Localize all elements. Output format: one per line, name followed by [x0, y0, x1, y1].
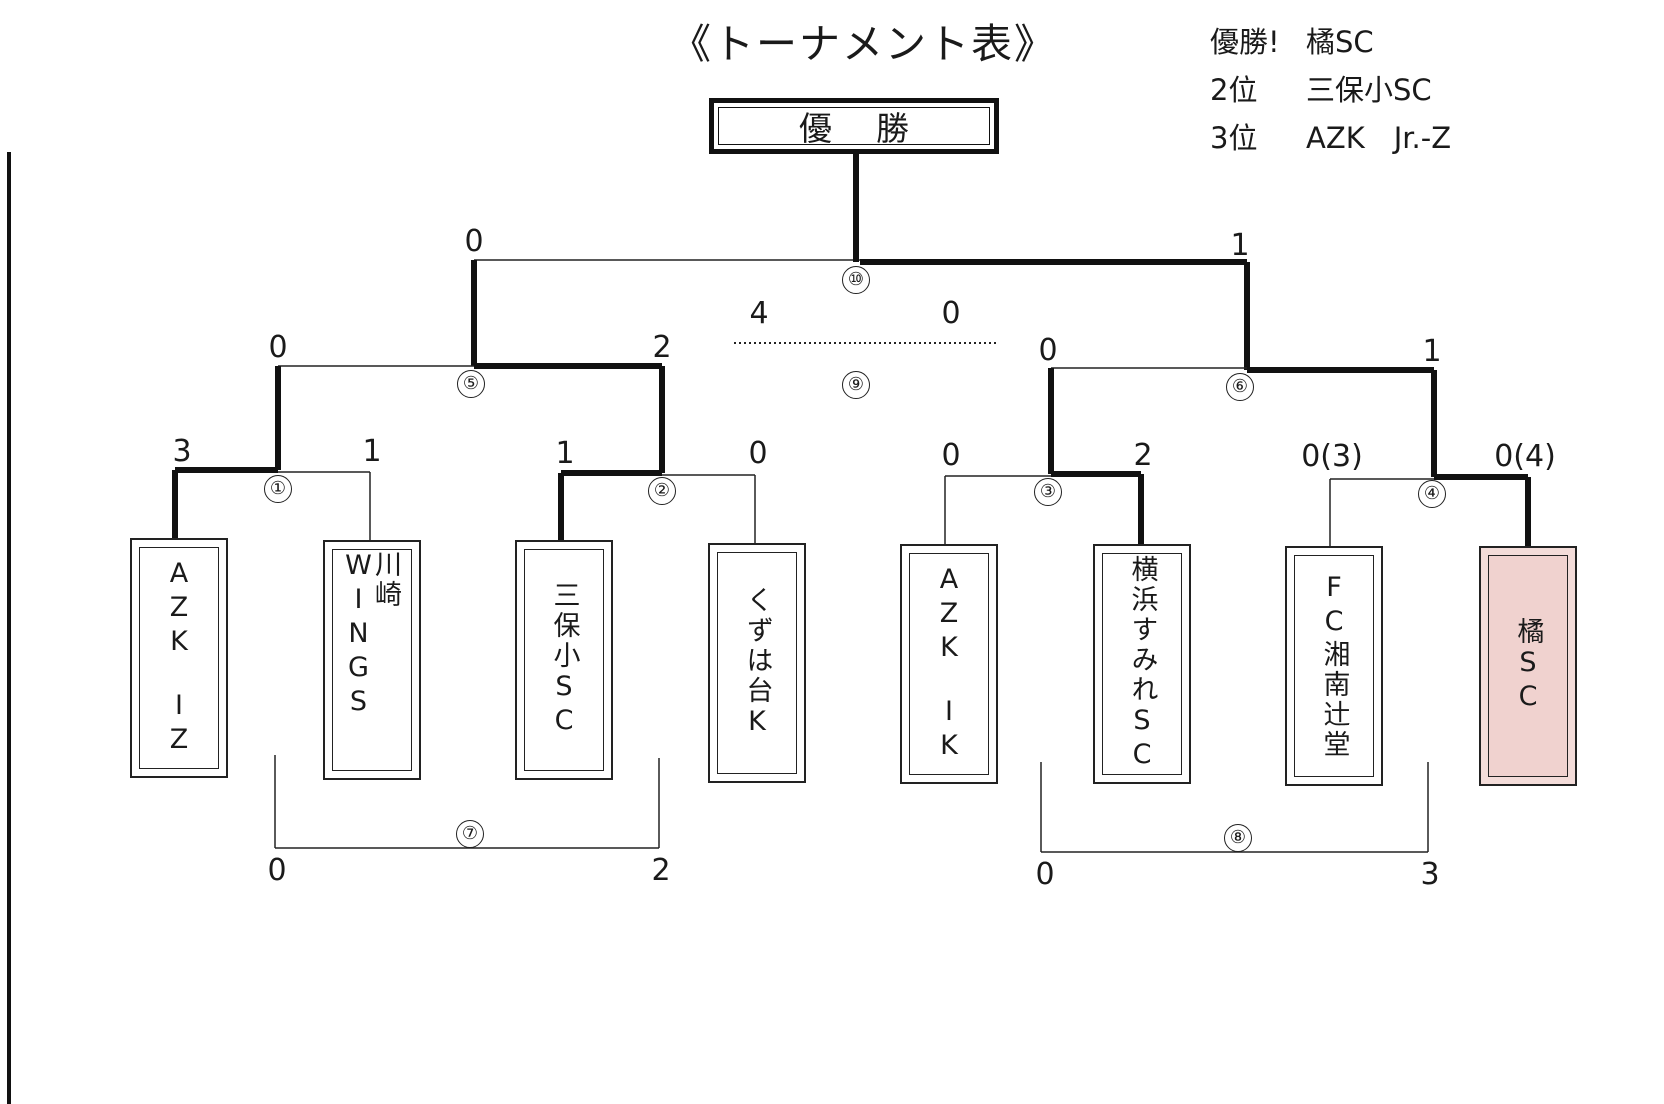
- score-m6-left: 0: [1038, 333, 1058, 368]
- result-label: 優勝!: [1210, 25, 1280, 59]
- score-m9-right: 0: [941, 296, 961, 331]
- team-name: 川崎WINGS: [332, 549, 412, 771]
- result-third: 3位 AZK Jr.-Z: [1210, 114, 1451, 162]
- team-box: くずは台K: [708, 543, 806, 783]
- score-m4-left: 0(3): [1301, 439, 1363, 474]
- team-box: AZK IZ: [130, 538, 228, 778]
- score-m10-left: 0: [464, 224, 484, 259]
- score-m6-right: 1: [1422, 334, 1442, 369]
- team-box: 川崎WINGS: [323, 540, 421, 780]
- page-title: 《トーナメント表》: [670, 20, 1057, 68]
- team-name: FC湘南辻堂: [1294, 555, 1374, 777]
- team-box: 横浜すみれSC: [1093, 544, 1191, 784]
- match-number-3: ③: [1034, 478, 1062, 506]
- score-m1-right: 1: [362, 434, 382, 469]
- team-box: FC湘南辻堂: [1285, 546, 1383, 786]
- results-summary: 優勝! 橘SC 2位 三保小SC 3位 AZK Jr.-Z: [1210, 18, 1451, 162]
- match-number-8: ⑧: [1224, 824, 1252, 852]
- match-number-2: ②: [648, 477, 676, 505]
- score-m7-left: 0: [267, 853, 287, 888]
- score-m3-right: 2: [1133, 438, 1153, 473]
- score-m3-left: 0: [941, 438, 961, 473]
- score-m10-right: 1: [1230, 228, 1250, 263]
- score-m5-right: 2: [652, 330, 672, 365]
- match-number-6: ⑥: [1226, 373, 1254, 401]
- page-edge-line: [7, 152, 11, 1104]
- team-name: 橘SC: [1488, 555, 1568, 777]
- match-number-1: ①: [264, 475, 292, 503]
- team-box-winner: 橘SC: [1479, 546, 1577, 786]
- team-name: 横浜すみれSC: [1102, 553, 1182, 775]
- score-m2-left: 1: [555, 436, 575, 471]
- team-box: 三保小SC: [515, 540, 613, 780]
- result-team: AZK Jr.-Z: [1306, 121, 1452, 155]
- score-m8-right: 3: [1420, 857, 1440, 892]
- team-box: AZK IK: [900, 544, 998, 784]
- result-team: 三保小SC: [1306, 73, 1432, 107]
- score-m7-right: 2: [651, 853, 671, 888]
- team-name: AZK IZ: [139, 547, 219, 769]
- match-number-7: ⑦: [456, 820, 484, 848]
- result-second: 2位 三保小SC: [1210, 66, 1451, 114]
- champion-box: 優勝: [709, 98, 999, 154]
- score-m4-right: 0(4): [1494, 439, 1556, 474]
- score-m1-left: 3: [172, 434, 192, 469]
- team-name: AZK IK: [909, 553, 989, 775]
- match-number-4: ④: [1418, 480, 1446, 508]
- match-number-10: ⑩: [842, 266, 870, 294]
- result-label: 3位: [1210, 121, 1258, 155]
- result-label: 2位: [1210, 73, 1258, 107]
- match-number-9: ⑨: [842, 371, 870, 399]
- score-m5-left: 0: [268, 330, 288, 365]
- score-m9-left: 4: [749, 296, 769, 331]
- score-m8-left: 0: [1035, 857, 1055, 892]
- score-m2-right: 0: [748, 436, 768, 471]
- match-number-5: ⑤: [457, 370, 485, 398]
- result-team: 橘SC: [1306, 25, 1374, 59]
- team-name: くずは台K: [717, 552, 797, 774]
- team-name: 三保小SC: [524, 549, 604, 771]
- result-first: 優勝! 橘SC: [1210, 18, 1451, 66]
